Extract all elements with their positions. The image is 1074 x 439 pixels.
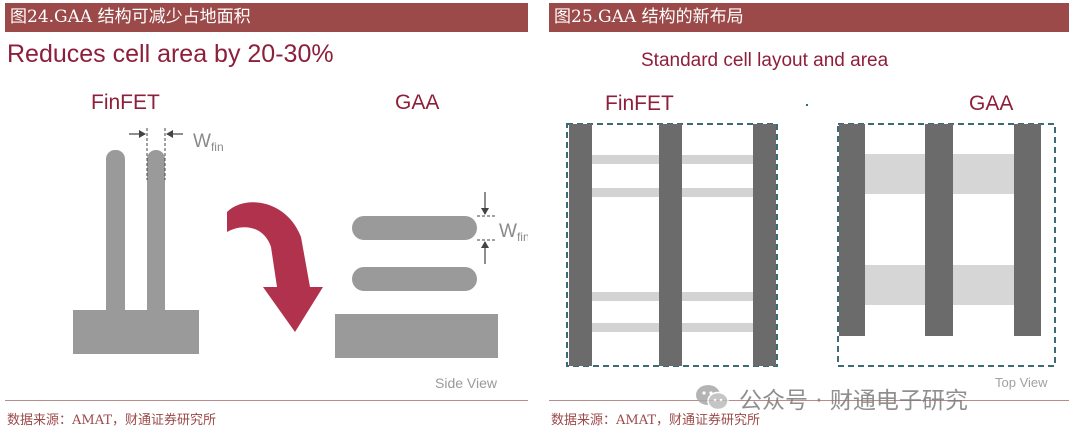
gaa-wfin-arrowhead-bottom bbox=[481, 241, 489, 248]
gaa-gate-1 bbox=[839, 124, 865, 336]
figure-24-title: 图24.GAA 结构可减少占地面积 bbox=[5, 3, 528, 32]
gaa-nanosheet-bottom bbox=[352, 267, 477, 291]
wfin-arrowhead-left bbox=[139, 130, 146, 138]
wfin-arrowhead-right bbox=[166, 130, 173, 138]
figure-25-title: 图25.GAA 结构的新布局 bbox=[549, 3, 1069, 32]
finfet-fin-right bbox=[147, 150, 165, 320]
footer-divider-right bbox=[549, 400, 1069, 401]
gaa-side-view-diagram: Reduces cell area by 20-30% FinFET Wfin … bbox=[7, 40, 528, 391]
finfet-base bbox=[73, 310, 199, 354]
wfin-label-gaa: Wfin bbox=[499, 221, 528, 244]
top-view-label: Top View bbox=[995, 375, 1048, 390]
gaa-label: GAA bbox=[395, 91, 439, 114]
wfin-label-finfet: Wfin bbox=[193, 131, 224, 154]
rotation-90-label: 90o bbox=[236, 239, 261, 258]
finfet-layout-label: FinFET bbox=[605, 92, 674, 115]
gaa-wfin-arrowhead-top bbox=[481, 208, 489, 215]
cell-layout-subtitle: Standard cell layout and area bbox=[641, 50, 889, 71]
wechat-watermark: 公众号 · 财通电子研究 bbox=[695, 381, 968, 415]
gaa-gate-2 bbox=[925, 124, 953, 336]
gaa-nanosheet-top bbox=[352, 216, 477, 240]
cell-layout-top-view-diagram: Standard cell layout and area FinFET GAA… bbox=[566, 50, 1056, 390]
figure-24-source: 数据来源：AMAT，财通证券研究所 bbox=[7, 413, 217, 428]
separator-dot bbox=[806, 104, 808, 106]
figure-25-panel: 图25.GAA 结构的新布局 Standard cell layout and … bbox=[549, 0, 1069, 439]
side-view-label: Side View bbox=[435, 375, 498, 391]
wechat-icon bbox=[695, 384, 729, 412]
finfet-gate-2 bbox=[659, 124, 682, 366]
watermark-text: 公众号 · 财通电子研究 bbox=[739, 388, 968, 414]
finfet-label: FinFET bbox=[91, 91, 160, 114]
footer-divider bbox=[5, 400, 528, 401]
area-reduction-subtitle: Reduces cell area by 20-30% bbox=[7, 40, 334, 68]
finfet-gate-3 bbox=[753, 124, 776, 366]
finfet-fin-left bbox=[106, 150, 125, 320]
rotation-arrow bbox=[227, 202, 323, 332]
gaa-gate-3 bbox=[1014, 124, 1041, 336]
figure-24-panel: 图24.GAA 结构可减少占地面积 Reduces cell area by 2… bbox=[5, 0, 528, 439]
figure-25-source: 数据来源：AMAT，财通证券研究所 bbox=[551, 413, 761, 428]
gaa-base bbox=[335, 314, 498, 358]
gaa-layout-label: GAA bbox=[969, 92, 1013, 115]
finfet-gate-1 bbox=[569, 124, 592, 366]
